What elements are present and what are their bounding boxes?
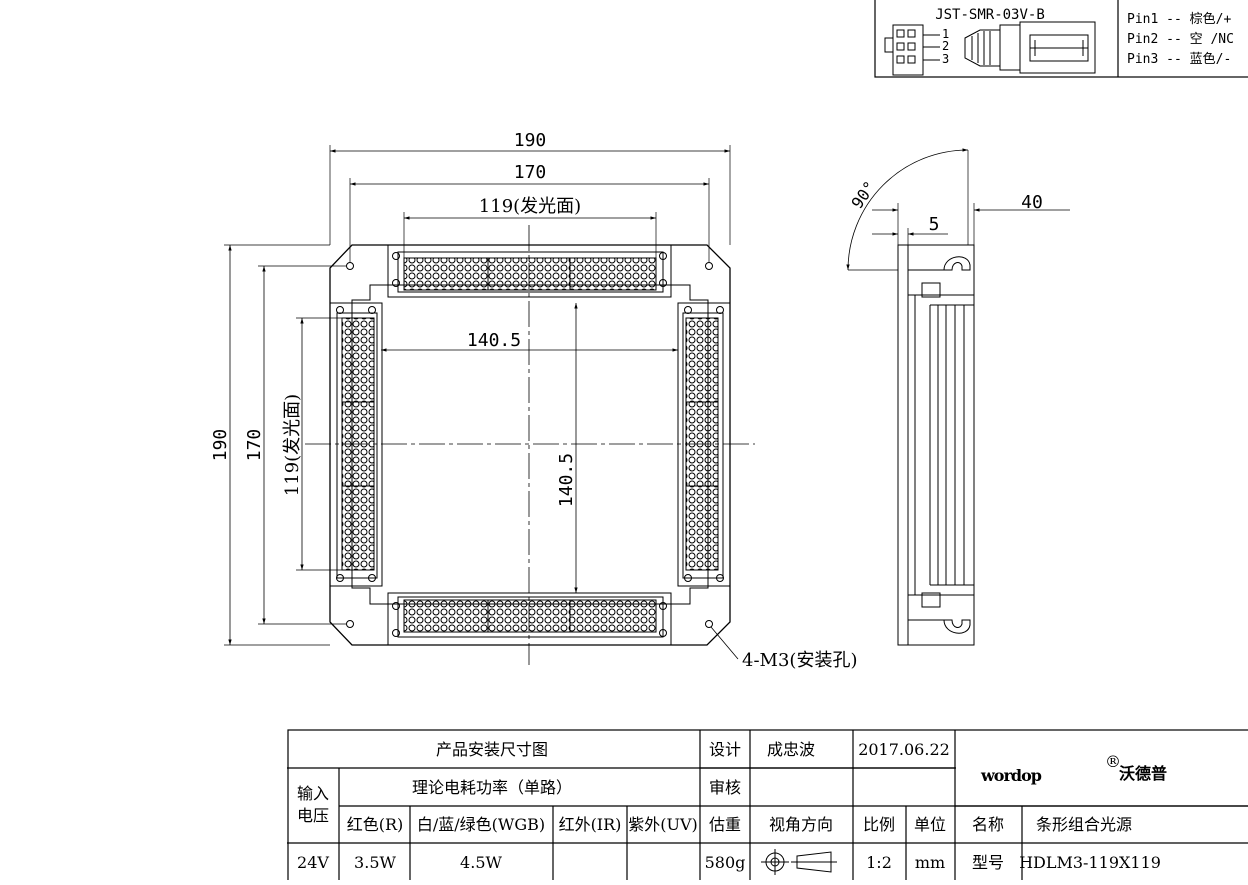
dimension-hole-width — [349, 178, 710, 262]
side-view — [846, 148, 1070, 646]
dimension-emit-width — [403, 212, 657, 258]
dim-text-inner-height: 140.5 — [556, 453, 577, 507]
side-flange-text: 5 — [929, 214, 940, 235]
scale-label: 比例 — [863, 815, 895, 834]
mount-hole-leader — [710, 626, 739, 660]
led-bar-top — [387, 244, 672, 298]
dim-text-outer-width: 190 — [514, 130, 547, 151]
projection-symbol-icon — [761, 849, 837, 875]
name-label: 名称 — [972, 815, 1004, 834]
model-value: HDLM3-119X119 — [1019, 853, 1161, 872]
pin-number-3: 3 — [942, 52, 949, 66]
front-view — [224, 145, 755, 665]
designer-name: 成忠波 — [767, 740, 815, 759]
dim-text-emit-width: 119(发光面) — [479, 196, 581, 217]
side-depth-text: 40 — [1021, 192, 1043, 213]
col-wgb: 白/蓝/绿色(WGB) — [417, 815, 545, 834]
mount-hole-br — [705, 620, 713, 628]
pin2-desc: Pin2 -- 空 /NC — [1127, 32, 1234, 47]
mount-hole-bl — [346, 620, 354, 628]
title-block: 产品安装尺寸图 设计 成忠波 2017.06.22 wordop ® 沃德普 理… — [287, 729, 1248, 883]
dim-text-outer-height: 190 — [210, 429, 231, 462]
svg-text:wordop: wordop — [980, 766, 1042, 785]
dimension-emit-height — [296, 317, 342, 571]
weight-label: 估重 — [709, 815, 741, 834]
mount-hole-tr — [705, 262, 713, 270]
dim-text-hole-width: 170 — [514, 162, 547, 183]
design-date: 2017.06.22 — [858, 740, 950, 759]
power-header: 理论电耗功率（单路） — [412, 778, 572, 797]
col-uv: 紫外(UV) — [628, 815, 698, 834]
col-ir: 红外(IR) — [559, 815, 622, 834]
dim-text-inner-width: 140.5 — [467, 330, 521, 351]
power-wgb-value: 4.5W — [460, 853, 502, 872]
pin3-desc: Pin3 -- 蓝色/- — [1127, 51, 1231, 67]
mount-hole-tl — [346, 262, 354, 270]
led-bar-right — [677, 302, 731, 587]
weight-value: 580g — [705, 853, 746, 872]
svg-text:®: ® — [1105, 752, 1121, 771]
connector-box: JST-SMR-03V-B 1 2 3 — [874, 0, 1248, 78]
dim-text-emit-height: 119(发光面) — [282, 394, 303, 496]
dimension-outer-width — [329, 145, 731, 245]
col-red: 红色(R) — [347, 815, 404, 834]
mount-hole-note: 4-M3(安装孔) — [742, 650, 857, 671]
connector-model: JST-SMR-03V-B — [935, 7, 1045, 23]
drawing-title: 产品安装尺寸图 — [436, 740, 548, 759]
side-hook-top — [943, 256, 971, 271]
model-label: 型号 — [972, 853, 1004, 872]
unit-value: mm — [915, 853, 945, 872]
dimension-outer-height — [224, 244, 330, 646]
design-label: 设计 — [709, 740, 741, 759]
svg-text:沃德普: 沃德普 — [1119, 764, 1167, 783]
side-body — [897, 244, 909, 646]
view-dir-label: 视角方向 — [769, 815, 833, 834]
product-name: 条形组合光源 — [1036, 815, 1132, 834]
pin-number-1: 1 — [942, 27, 949, 41]
pin-number-2: 2 — [942, 39, 949, 53]
voltage-value: 24V — [297, 853, 329, 872]
inner-frame — [351, 284, 709, 605]
pin1-desc: Pin1 -- 棕色/+ — [1127, 11, 1231, 27]
angle-arc — [846, 148, 969, 271]
connector-side-icon — [964, 21, 1096, 74]
connector-front-icon — [884, 24, 940, 76]
brand-logo: wordop ® 沃德普 — [980, 752, 1167, 785]
side-angle-text: 90° — [847, 178, 879, 213]
led-bar-left — [329, 302, 383, 587]
unit-label: 单位 — [914, 815, 946, 834]
scale-value: 1:2 — [866, 853, 892, 872]
input-voltage-label-1: 输入 — [297, 784, 329, 803]
input-voltage-label-2: 电压 — [297, 806, 329, 825]
dim-text-hole-height: 170 — [244, 429, 265, 462]
review-label: 审核 — [709, 778, 741, 797]
outer-frame — [329, 244, 731, 646]
power-red-value: 3.5W — [354, 853, 396, 872]
dimension-hole-height — [258, 265, 346, 625]
led-bar-bottom — [387, 592, 672, 646]
side-hook-bottom — [943, 619, 971, 634]
